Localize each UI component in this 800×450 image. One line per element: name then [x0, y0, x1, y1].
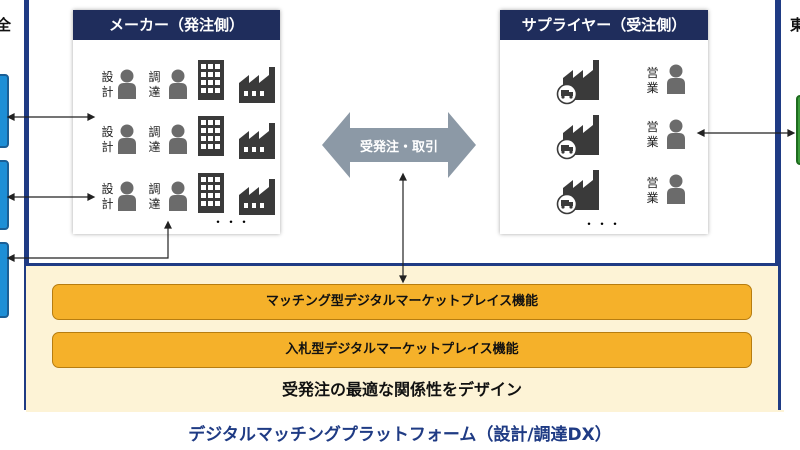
sales-person-icon: [667, 64, 685, 94]
connectors: [6, 113, 796, 284]
sales-label: 営業: [646, 120, 659, 149]
procure-label: 調達: [148, 182, 161, 211]
design-label: 設計: [101, 182, 114, 211]
factory-icon: [239, 67, 275, 103]
left-entity-box-1: [0, 74, 9, 148]
maker-panel-title: メーカー（発注側）: [73, 10, 280, 40]
design-label: 設計: [101, 125, 114, 154]
platform-title: デジタルマッチングプラットフォーム（設計/調達DX）: [188, 425, 612, 445]
procure-label: 調達: [148, 70, 161, 99]
double-arrow-shape: [322, 112, 476, 178]
left-panel-edge: [0, 0, 26, 410]
matching-function-bar: マッチング型デジタルマーケットプレイス機能: [52, 284, 752, 320]
factory-truck-icon: [556, 169, 600, 215]
maker-ellipsis: ・・・: [212, 215, 252, 229]
design-label: 設計: [101, 70, 114, 99]
designer-icon: [118, 124, 136, 154]
supplier-ellipsis: ・・・: [583, 217, 623, 231]
left-entity-box-2: [0, 160, 9, 230]
sales-label: 営業: [646, 66, 659, 95]
supplier-panel-title: サプライヤー（受注側）: [500, 10, 708, 40]
right-entity-box: [796, 95, 800, 165]
platform-caption: 受発注の最適な関係性をデザイン: [281, 380, 522, 399]
sales-person-icon: [667, 174, 685, 204]
office-building-icon: [198, 116, 224, 156]
sales-person-icon: [667, 119, 685, 149]
office-building-icon: [198, 173, 224, 213]
left-entity-box-3: [0, 242, 9, 318]
trade-arrow-label: 受発注・取引: [359, 140, 438, 155]
sales-label: 営業: [646, 176, 659, 205]
right-cut-label: 東: [790, 16, 800, 34]
factory-icon: [239, 123, 275, 159]
right-panel-edge: [778, 0, 800, 410]
factory-truck-icon: [556, 114, 600, 160]
left-cut-label: 全: [0, 16, 12, 34]
factory-icon: [239, 179, 275, 215]
procure-label: 調達: [148, 125, 161, 154]
designer-icon: [118, 181, 136, 211]
bidding-function-bar: 入札型デジタルマーケットプレイス機能: [52, 332, 752, 368]
office-building-icon: [198, 60, 224, 100]
designer-icon: [118, 69, 136, 99]
procurement-person-icon: [169, 124, 187, 154]
factory-truck-icon: [556, 59, 600, 105]
procurement-person-icon: [169, 69, 187, 99]
procurement-person-icon: [169, 181, 187, 211]
